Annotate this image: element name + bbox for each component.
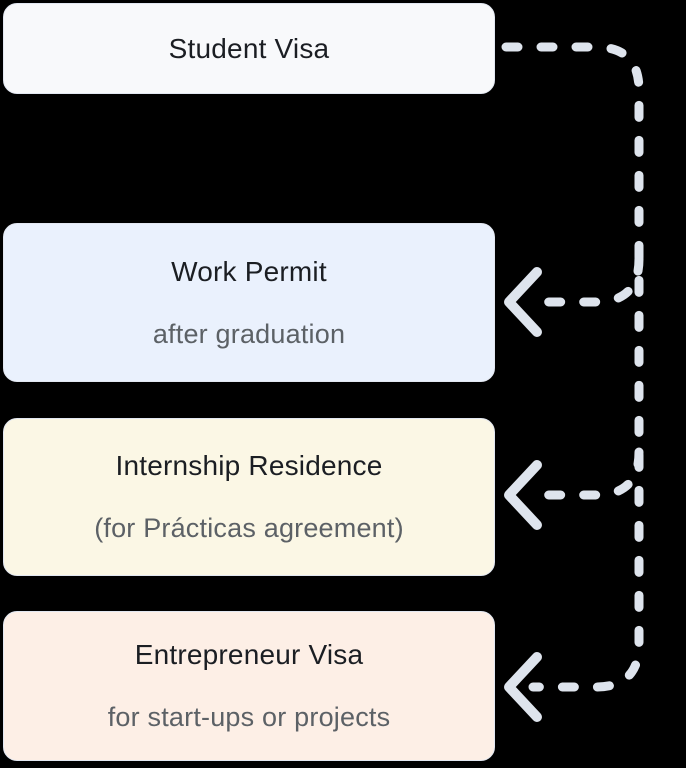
node-title: Entrepreneur Visa	[134, 639, 364, 670]
node-subtitle: for start-ups or projects	[107, 702, 391, 732]
node-student-visa: Student Visa	[3, 3, 495, 94]
node-title: Internship Residence	[115, 450, 383, 481]
node-entrepreneur-visa: Entrepreneur Visa for start-ups or proje…	[3, 611, 495, 761]
node-subtitle: (for Prácticas agreement)	[94, 513, 404, 543]
node-title: Student Visa	[168, 32, 330, 64]
arrowhead-internship-icon	[504, 460, 542, 530]
node-internship-residence: Internship Residence (for Prácticas agre…	[3, 418, 495, 576]
node-title: Work Permit	[171, 255, 327, 287]
arrowhead-work-permit-icon	[504, 267, 542, 337]
connector-branch-work-permit	[528, 254, 644, 307]
connector-trunk	[501, 42, 644, 692]
connector-branch-internship	[528, 447, 644, 500]
arrowhead-entrepreneur-icon	[504, 652, 542, 722]
node-subtitle: after graduation	[152, 318, 346, 349]
node-work-permit: Work Permit after graduation	[3, 223, 495, 382]
